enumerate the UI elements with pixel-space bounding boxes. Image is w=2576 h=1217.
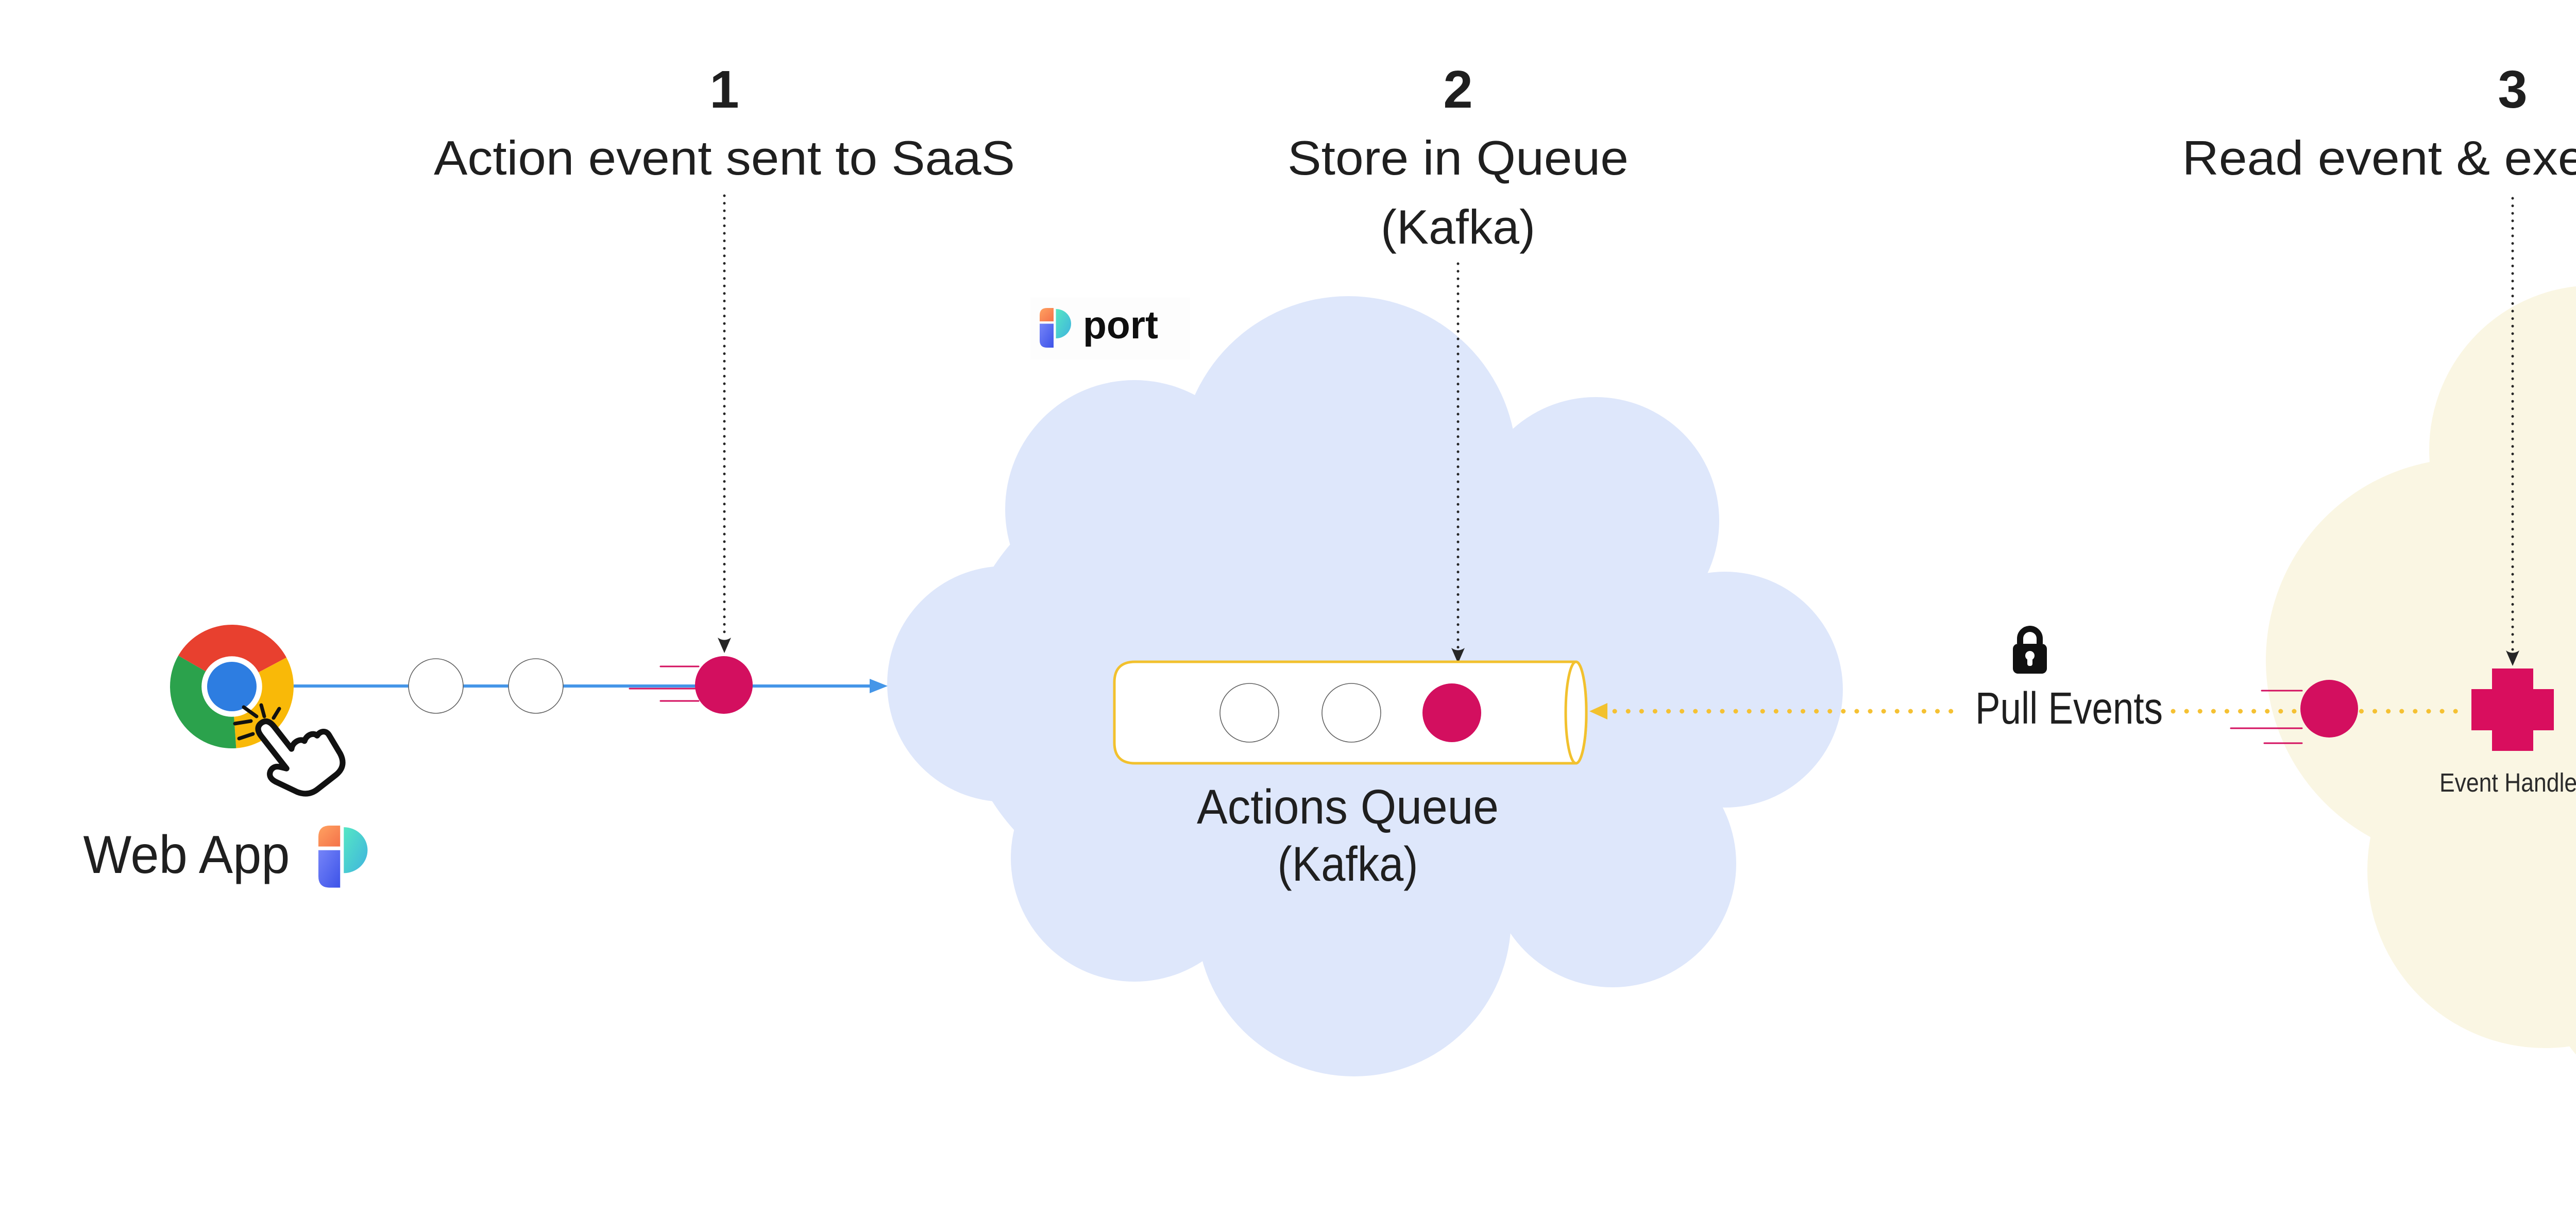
svg-text:3: 3 — [2498, 60, 2527, 119]
svg-text:Event Handler: Event Handler — [2439, 768, 2576, 797]
svg-text:port: port — [1083, 303, 1158, 347]
svg-text:2: 2 — [1443, 60, 1472, 119]
svg-text:Store in Queue: Store in Queue — [1287, 131, 1629, 185]
svg-text:Actions Queue: Actions Queue — [1197, 780, 1499, 834]
svg-text:1: 1 — [709, 60, 739, 119]
svg-text:Web App: Web App — [83, 825, 290, 885]
svg-text:(Kafka): (Kafka) — [1381, 200, 1535, 254]
svg-text:(Kafka): (Kafka) — [1278, 837, 1418, 892]
svg-text:Pull Events: Pull Events — [1975, 683, 2163, 733]
svg-text:Read event & execute runner: Read event & execute runner — [2182, 131, 2576, 185]
svg-text:Action event sent to SaaS: Action event sent to SaaS — [434, 131, 1015, 185]
